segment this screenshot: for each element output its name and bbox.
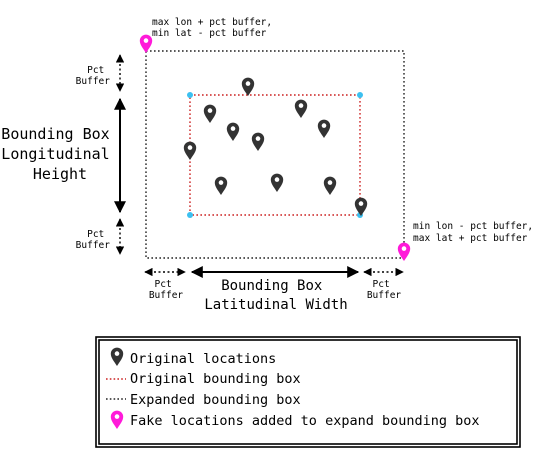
top-left-annotation: max lon + pct buffer, min lat - pct buff… bbox=[152, 17, 278, 39]
pct-buffer-top-label: Pct Buffer bbox=[76, 65, 111, 87]
location-pin-icon bbox=[183, 141, 197, 160]
original-bbox-corners bbox=[187, 92, 363, 218]
corner-dot-bottom-left bbox=[187, 212, 193, 218]
location-pin-icon bbox=[294, 99, 308, 118]
location-pin-icon bbox=[270, 173, 284, 192]
location-pin-icon bbox=[251, 132, 265, 151]
legend-original-bbox-label: Original bounding box bbox=[130, 371, 301, 387]
pct-buffer-bottom-label: Pct Buffer bbox=[76, 229, 111, 251]
legend-inner-border bbox=[98, 339, 518, 445]
location-pin-icon bbox=[317, 119, 331, 138]
location-pin-icon bbox=[203, 104, 217, 123]
fake-location-pins bbox=[139, 34, 411, 261]
location-pin-icon bbox=[323, 176, 337, 195]
width-label: Bounding Box Latitudinal Width bbox=[204, 278, 347, 313]
pct-buffer-right-label: Pct Buffer bbox=[367, 279, 402, 301]
fake-location-pin-icon bbox=[139, 34, 153, 53]
legend-expanded-bbox-label: Expanded bounding box bbox=[130, 392, 301, 408]
pct-buffer-left-label: Pct Buffer bbox=[149, 279, 184, 301]
corner-dot-top-right bbox=[357, 92, 363, 98]
legend-fake-locations-label: Fake locations added to expand bounding … bbox=[130, 413, 480, 429]
location-pin-icon bbox=[226, 122, 240, 141]
legend: Original locations Original bounding box… bbox=[95, 336, 521, 448]
location-pin-icon bbox=[354, 197, 368, 216]
location-pin-icon bbox=[214, 176, 228, 195]
bottom-right-annotation: min lon - pct buffer, max lat + pct buff… bbox=[413, 221, 539, 244]
original-location-pins bbox=[183, 77, 368, 216]
legend-outer-border bbox=[95, 336, 521, 448]
height-label: Bounding Box Longitudinal Height bbox=[1, 125, 118, 183]
location-pin-icon bbox=[241, 77, 255, 96]
corner-dot-top-left bbox=[187, 92, 193, 98]
expanded-bounding-box bbox=[145, 50, 405, 259]
legend-original-locations-label: Original locations bbox=[130, 351, 276, 367]
